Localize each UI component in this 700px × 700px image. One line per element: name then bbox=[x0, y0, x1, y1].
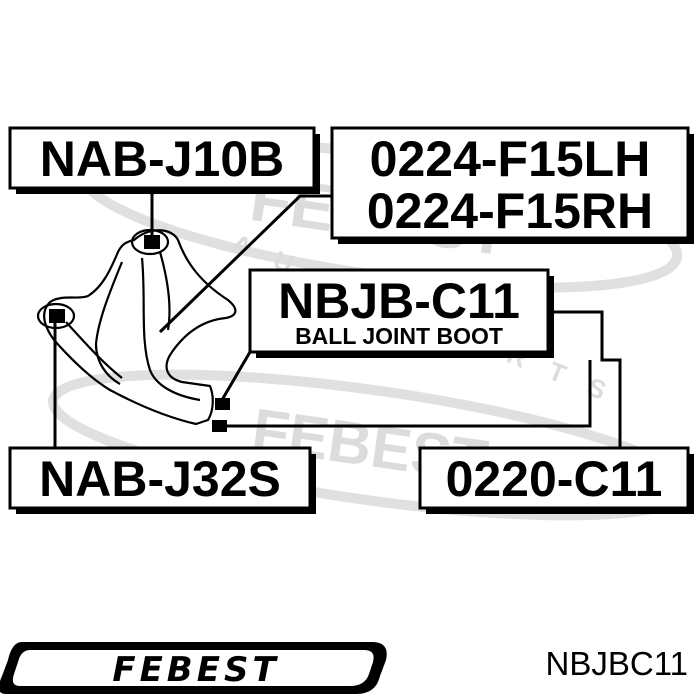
rear-bushing-marker bbox=[144, 235, 160, 249]
svg-text:NBJB-C11: NBJB-C11 bbox=[278, 273, 520, 329]
ball-joint-marker bbox=[212, 420, 227, 432]
label-arm-part-numbers: 0224-F15LH 0224-F15RH bbox=[330, 126, 694, 244]
arm-rh-number: 0224-F15RH bbox=[367, 183, 653, 239]
boot-description: BALL JOINT BOOT bbox=[295, 323, 503, 349]
febest-logo: FEBEST bbox=[0, 642, 387, 694]
label-nbjb-c11: NBJB-C11 BALL JOINT BOOT bbox=[248, 268, 554, 358]
footer-part-code: NBJBC11 bbox=[546, 645, 688, 682]
label-nab-j10b: NAB-J10B bbox=[8, 126, 320, 194]
svg-text:NAB-J10B: NAB-J10B bbox=[40, 131, 285, 187]
front-bushing-marker bbox=[49, 309, 65, 323]
arm-lh-number: 0224-F15LH bbox=[370, 131, 651, 187]
svg-text:0220-C11: 0220-C11 bbox=[446, 451, 663, 507]
label-nab-j32s: NAB-J32S bbox=[8, 446, 316, 514]
leader-lines bbox=[53, 188, 622, 448]
logo-wordmark: FEBEST bbox=[112, 650, 279, 690]
label-0220-c11: 0220-C11 bbox=[418, 446, 694, 514]
svg-text:NAB-J32S: NAB-J32S bbox=[39, 451, 281, 507]
boot-marker bbox=[215, 398, 230, 410]
control-arm-drawing bbox=[36, 228, 237, 432]
